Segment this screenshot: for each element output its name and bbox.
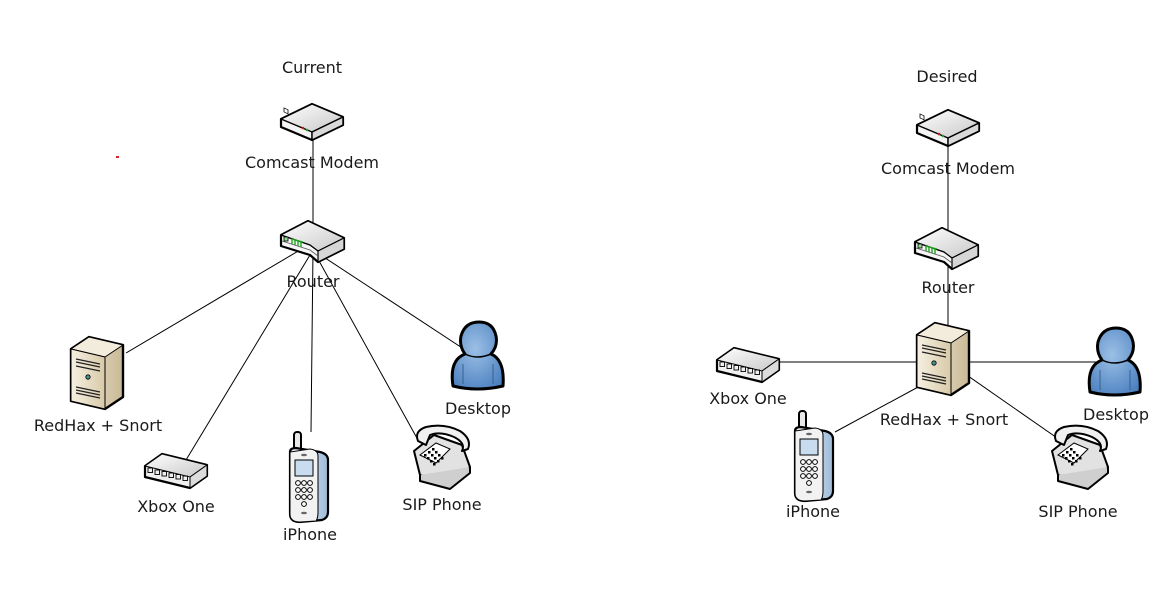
current-edge-router-iphone [310, 249, 314, 433]
switch-icon [143, 452, 209, 490]
desired-node-desktop: Desktop [1083, 326, 1149, 424]
modem-icon [279, 102, 345, 142]
desired-edge-server-iphone [834, 385, 921, 433]
desired-label-sip: SIP Phone [1038, 502, 1117, 521]
router-icon [913, 226, 980, 271]
cellphone-icon [288, 430, 330, 524]
current-edge-router-desktop [312, 249, 480, 360]
desired-title: Desired [916, 67, 977, 86]
server-icon [915, 321, 971, 397]
switch-icon [715, 346, 781, 384]
modem-icon [915, 108, 981, 148]
current-label-router: Router [286, 272, 339, 291]
telephone-icon [1051, 424, 1109, 490]
desired-node-sip: SIP Phone [1038, 424, 1118, 521]
current-label-iphone: iPhone [283, 525, 337, 544]
user-icon [1087, 326, 1142, 397]
current-edge-router-sip [312, 249, 419, 441]
desired-label-iphone: iPhone [786, 502, 840, 521]
current-title: Current [282, 58, 342, 77]
telephone-icon [413, 424, 471, 490]
current-label-desktop: Desktop [445, 399, 511, 418]
stray-red-mark [116, 156, 119, 158]
current-node-server: RedHax + Snort [34, 335, 162, 435]
current-node-iphone: iPhone [283, 430, 337, 544]
current-node-desktop: Desktop [445, 320, 511, 418]
desired-label-desktop: Desktop [1083, 405, 1149, 424]
current-label-server: RedHax + Snort [34, 416, 162, 435]
desired-node-xbox: Xbox One [709, 346, 787, 408]
current-edge-router-server [125, 249, 301, 354]
current-node-sip: SIP Phone [402, 424, 482, 514]
desired-label-xbox: Xbox One [709, 389, 787, 408]
desired-node-iphone: iPhone [786, 409, 840, 521]
current-node-modem: Comcast Modem [245, 102, 379, 172]
user-icon [450, 320, 505, 391]
desired-node-router: Router [913, 226, 980, 297]
current-edge-router-xbox [185, 249, 314, 461]
desired-label-modem: Comcast Modem [881, 159, 1015, 178]
current-node-xbox: Xbox One [137, 452, 215, 516]
current-label-sip: SIP Phone [402, 495, 481, 514]
current-node-router: Router [279, 219, 346, 291]
cellphone-icon [793, 409, 835, 503]
desired-node-server: RedHax + Snort [880, 321, 1008, 429]
desired-label-router: Router [921, 278, 974, 297]
current-label-xbox: Xbox One [137, 497, 215, 516]
desired-node-modem: Comcast Modem [881, 108, 1015, 178]
server-icon [69, 335, 125, 411]
current-label-modem: Comcast Modem [245, 153, 379, 172]
desired-label-server: RedHax + Snort [880, 410, 1008, 429]
